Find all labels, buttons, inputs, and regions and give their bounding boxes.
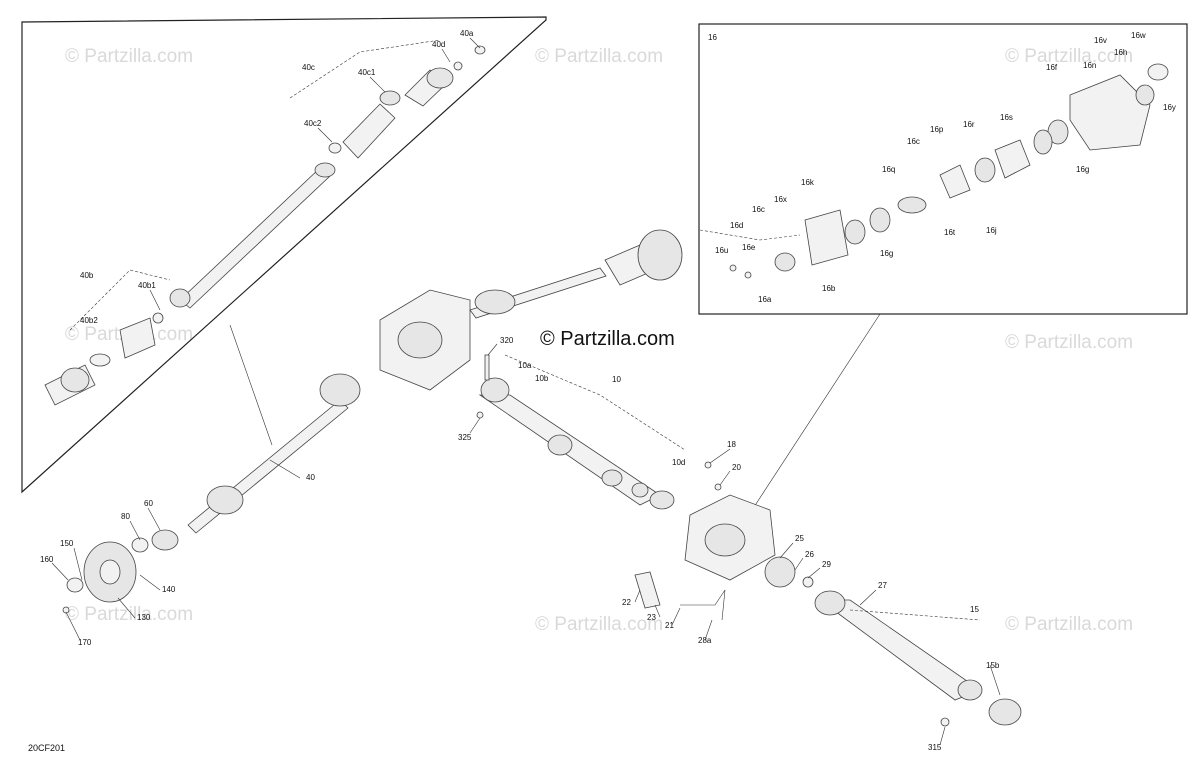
watermark: © Partzilla.com [1005,46,1133,67]
callout-28a: 28a [698,636,712,645]
callout-16c: 16c [907,137,920,146]
callout-16a: 16a [758,295,772,304]
callout-140: 140 [162,585,176,594]
detail-16-parts [699,63,1169,279]
callout-16f: 16f [1046,63,1058,72]
callout-16d: 16d [730,221,743,230]
callout-16g: 16g [1076,165,1089,174]
callout-16n: 16n [1083,61,1096,70]
callout-16r: 16r [963,120,975,129]
callout-40c: 40c [302,63,315,72]
callout-16b: 16b [822,284,836,293]
callout-130: 130 [137,613,151,622]
leader-lines [51,37,1001,746]
callout-10: 10 [612,375,621,384]
callout-170: 170 [78,638,92,647]
callout-40: 40 [306,473,315,482]
callout-16w: 16w [1131,31,1146,40]
callout-18: 18 [727,440,736,449]
callout-40a: 40a [460,29,474,38]
callout-16u: 16u [715,246,728,255]
watermark: © Partzilla.com [1005,614,1133,635]
callout-16y: 16y [1163,103,1176,112]
diagram-code: 20CF201 [28,743,65,753]
callout-26: 26 [805,550,814,559]
callout-16s: 16s [1000,113,1013,122]
callout-10b: 10b [535,374,549,383]
callout-16t: 16t [944,228,956,237]
callout-29: 29 [822,560,831,569]
callout-325: 325 [458,433,472,442]
inset-frame-detail-16 [698,23,1188,315]
callout-16h: 16h [1114,48,1127,57]
callout-320: 320 [500,336,514,345]
callout-16q: 16q [882,165,895,174]
callout-16v: 16v [1094,36,1107,45]
inset-frame-axle [21,16,547,494]
inset-leader [229,324,273,446]
callout-16g-2: 16g [880,249,893,258]
callout-16e: 16e [742,243,756,252]
callout-25: 25 [795,534,804,543]
drivetrain-parts [62,229,1022,727]
callout-40d: 40d [432,40,445,49]
callout-16c-2: 16c [752,205,765,214]
watermark: © Partzilla.com [65,604,193,625]
callout-16p: 16p [930,125,944,134]
callout-labels: 40a 40d 40c 40c1 40c2 40b 40b1 40b2 40 6… [40,29,1176,752]
callout-40b: 40b [80,271,94,280]
callout-10d: 10d [672,458,685,467]
watermark: © Partzilla.com [1005,332,1133,353]
watermark: © Partzilla.com [65,46,193,67]
callout-16k: 16k [801,178,815,187]
watermark: © Partzilla.com [535,614,663,635]
callout-15: 15 [970,605,979,614]
callout-22: 22 [622,598,631,607]
callout-20: 20 [732,463,741,472]
brand-center-text: © Partzilla.com [540,328,675,350]
callout-40b1: 40b1 [138,281,156,290]
callout-15b: 15b [986,661,1000,670]
callout-160: 160 [40,555,54,564]
callout-315: 315 [928,743,942,752]
callout-150: 150 [60,539,74,548]
callout-27: 27 [878,581,887,590]
callout-40b2: 40b2 [80,316,98,325]
callout-40c1: 40c1 [358,68,376,77]
watermark: © Partzilla.com [535,46,663,67]
axle-inset-parts [44,39,486,406]
callout-23: 23 [647,613,656,622]
callout-16j: 16j [986,226,997,235]
detail-leader [751,313,881,511]
callout-16x: 16x [774,195,787,204]
callout-60: 60 [144,499,153,508]
detail-label: 16 [708,33,717,42]
callout-10a: 10a [518,361,532,370]
callout-80: 80 [121,512,130,521]
callout-21: 21 [665,621,674,630]
callout-40c2: 40c2 [304,119,322,128]
